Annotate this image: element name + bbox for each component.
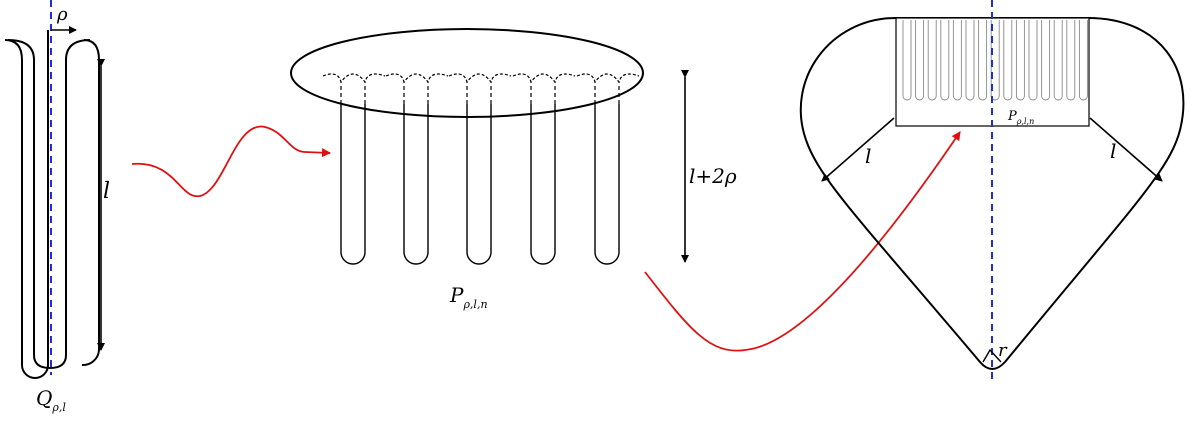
tube-q-walls [7,39,91,370]
inner-comb-tooth [978,20,988,101]
comb-tooth [576,73,640,265]
comb-tooth [512,73,576,265]
inner-comb-tooth [1078,20,1088,101]
p-label: Pρ,l,n [449,283,488,311]
tube-q: ρ l Qρ,l [4,0,110,414]
inner-comb-tooth [1015,20,1025,101]
l-arrow-left [821,117,895,182]
inner-comb-tooth [1028,20,1038,101]
comb-tooth [322,73,386,265]
inner-comb-tooth [1003,20,1013,101]
comb-tooth [448,73,512,265]
transition-arrow-1 [131,125,331,197]
tube-q-inner-wall [34,40,84,366]
inner-comb-tooth [965,20,975,101]
cone-shape: Pρ,l,n l l r [799,0,1185,380]
r-arrow [982,348,1002,363]
inner-comb-tooth [927,20,937,101]
inner-comb-tooth [902,20,912,101]
q-label: Qρ,l [36,386,66,414]
length-label-p: l+2ρ [689,164,737,188]
comb-p: l+2ρ Pρ,l,n [290,28,737,311]
inner-comb-tooth [940,20,950,101]
rho-label: ρ [56,4,68,25]
inner-comb-tooth [952,20,962,101]
l-label-right: l [1110,139,1116,163]
cone-outline [799,17,1185,370]
l-label-left: l [865,144,871,168]
comb-tooth [385,73,449,265]
inner-comb-tooth [1066,20,1076,101]
comb-p-teeth [322,73,640,265]
inner-comb-tooth [1041,20,1051,101]
r-label: r [998,340,1008,361]
transition-arrow-2 [644,131,961,352]
inner-comb-tooth [915,20,925,101]
inner-p-label: Pρ,l,n [1007,109,1034,126]
l-arrow-right [1089,117,1163,182]
inner-comb-teeth [902,20,1088,101]
inner-comb-tooth [1053,20,1063,101]
length-label-q: l [103,179,110,204]
